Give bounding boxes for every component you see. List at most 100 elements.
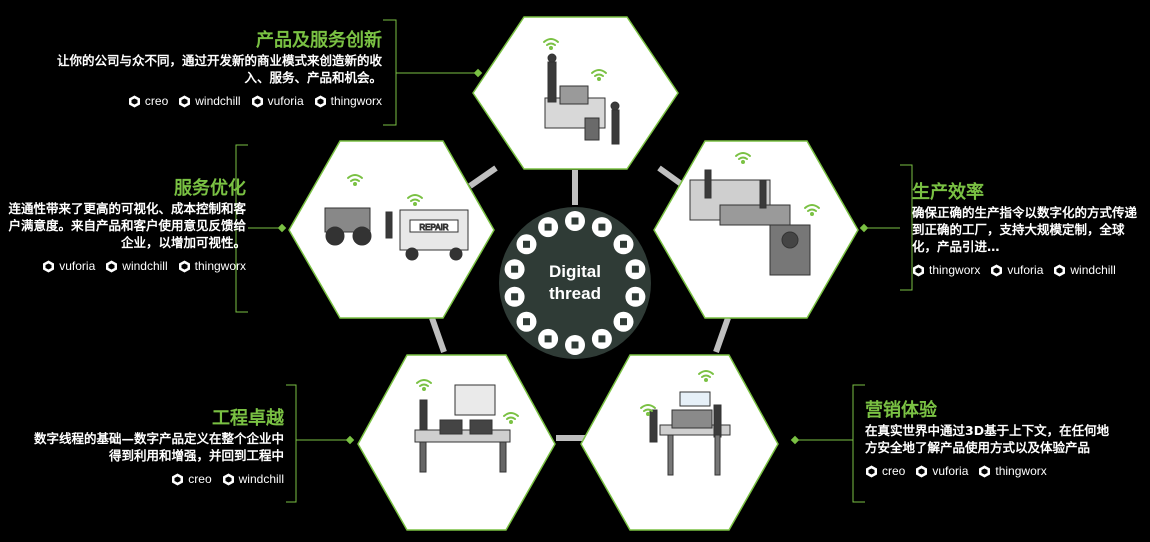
logo-text: creo: [144, 94, 169, 108]
thread-node-glyph: [511, 293, 519, 301]
thingworx-icon: [979, 465, 991, 477]
logo-text: thingworx: [330, 94, 382, 108]
center-line-1: Digital: [549, 262, 601, 281]
logo-text: vuforia: [1007, 263, 1044, 277]
diamond-marker: [859, 223, 869, 233]
hex-production-efficiency[interactable]: [653, 140, 859, 319]
illustration-marketing-experience: [649, 391, 731, 476]
windchill-icon: [106, 260, 118, 272]
digital-thread-label: Digital thread: [525, 261, 625, 305]
segment-description: 让你的公司与众不同，通过开发新的商业模式来创造新的收入、服务、产品和机会。: [56, 53, 382, 85]
thread-node-glyph: [631, 265, 639, 273]
thread-node-glyph: [523, 240, 530, 248]
wifi-icon: [640, 404, 656, 416]
digital-thread-hub[interactable]: [499, 207, 651, 359]
creo-icon: [172, 473, 184, 485]
windchill-icon: [222, 473, 234, 485]
windchill-icon: [1054, 264, 1066, 276]
creo-logo: creo: [128, 94, 168, 108]
wifi-icon: [416, 379, 432, 391]
illustration-product-innovation: [544, 53, 620, 145]
logo-text: windchill: [122, 259, 168, 273]
segment-description: 在真实世界中通过3D基于上下文，在任何地方安全地了解产品使用方式以及体验产品: [865, 423, 1110, 455]
connectors: [429, 165, 731, 441]
thingworx-logo: thingworx: [912, 263, 980, 277]
segment-title: 产品及服务创新: [256, 30, 382, 51]
segment-description: 确保正确的生产指令以数字化的方式传递到正确的工厂，支持大规模定制，全球化，产品引…: [912, 205, 1138, 254]
thread-node-glyph: [571, 217, 579, 225]
product-logos: vuforia windchill thingworx: [8, 259, 246, 273]
thingworx-icon: [913, 264, 924, 276]
wifi-icon: [347, 174, 363, 186]
logo-text: windchill: [195, 94, 241, 108]
vuforia-logo: vuforia: [990, 263, 1043, 277]
segment-description: 数字线程的基础—数字产品定义在整个企业中得到利用和增强，并回到工程中: [33, 431, 284, 463]
creo-icon: [128, 95, 140, 107]
windchill-logo: windchill: [178, 94, 241, 108]
creo-logo: creo: [865, 464, 905, 478]
logo-text: creo: [188, 472, 212, 486]
thingworx-logo: thingworx: [314, 94, 382, 108]
diamond-marker: [790, 435, 800, 445]
creo-logo: creo: [171, 472, 212, 486]
thread-node-glyph: [571, 341, 579, 349]
logo-text: vuforia: [59, 259, 96, 273]
segment-title: 服务优化: [174, 178, 246, 199]
repair-label: REPAIR: [419, 223, 448, 232]
windchill-logo: windchill: [222, 472, 284, 486]
windchill-icon: [179, 95, 191, 107]
thread-node-glyph: [598, 223, 606, 231]
thread-node-glyph: [544, 335, 552, 343]
thread-node-glyph: [598, 335, 606, 343]
wifi-icon: [407, 194, 423, 206]
product-logos: thingworx vuforia windchill: [912, 263, 1144, 277]
thread-icon-ring: [504, 211, 646, 355]
windchill-logo: windchill: [105, 259, 168, 273]
thread-node-glyph: [631, 293, 639, 301]
logo-text: windchill: [1070, 263, 1116, 277]
segment-production-efficiency: 生产效率 确保正确的生产指令以数字化的方式传递到正确的工厂，支持大规模定制，全球…: [912, 182, 1144, 277]
wifi-icon: [804, 204, 820, 216]
diamond-marker: [277, 223, 287, 233]
wifi-icon: [698, 370, 714, 382]
wifi-icon: [735, 152, 751, 164]
diamond-marker: [345, 435, 355, 445]
logo-text: vuforia: [932, 464, 969, 478]
thread-node-glyph: [620, 240, 627, 248]
vuforia-icon: [251, 95, 263, 107]
callout-lines: [235, 19, 913, 503]
thingworx-logo: thingworx: [978, 464, 1047, 478]
vuforia-logo: vuforia: [915, 464, 968, 478]
hex-marketing-experience[interactable]: [580, 354, 779, 531]
wifi-icon: [503, 412, 519, 424]
thread-node-glyph: [523, 318, 530, 326]
thread-node-glyph: [544, 223, 552, 231]
thingworx-icon: [314, 95, 326, 107]
thread-node-glyph: [511, 265, 519, 273]
wifi-icon: [543, 38, 559, 50]
illustration-production-efficiency: [689, 169, 811, 276]
logo-text: vuforia: [267, 94, 304, 108]
vuforia-icon: [991, 264, 1003, 276]
center-line-2: thread: [549, 284, 601, 303]
thingworx-icon: [178, 260, 190, 272]
segment-title: 生产效率: [912, 182, 984, 203]
vuforia-icon: [43, 260, 55, 272]
logo-text: thingworx: [194, 259, 246, 273]
segment-engineering-excellence: 工程卓越 数字线程的基础—数字产品定义在整个企业中得到利用和增强，并回到工程中 …: [30, 408, 284, 486]
vuforia-icon: [916, 465, 928, 477]
vuforia-logo: vuforia: [42, 259, 95, 273]
product-logos: creo vuforia thingworx: [865, 464, 1115, 478]
logo-text: creo: [882, 464, 906, 478]
segment-description: 连通性带来了更高的可视化、成本控制和客户满意度。来自产品和客户使用意见反馈给企业…: [8, 201, 246, 250]
creo-icon: [866, 465, 877, 477]
diamond-marker: [473, 68, 483, 78]
logo-text: thingworx: [929, 263, 981, 277]
product-logos: creo windchill vuforia thingworx: [52, 94, 382, 108]
segment-title: 营销体验: [865, 400, 937, 421]
vuforia-logo: vuforia: [251, 94, 304, 108]
thingworx-logo: thingworx: [178, 259, 246, 273]
wifi-icon: [591, 69, 607, 81]
logo-text: windchill: [238, 472, 284, 486]
